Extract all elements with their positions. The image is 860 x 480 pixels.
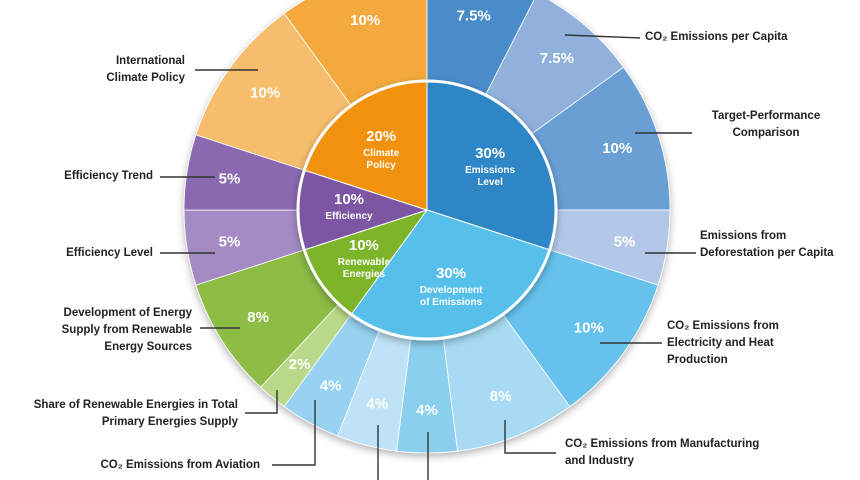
label-target: Target-Performance Comparison bbox=[711, 110, 821, 139]
inner-ring-border bbox=[296, 79, 558, 341]
inner-value-label: 30% bbox=[475, 145, 505, 162]
inner-category-label: of Emissions bbox=[420, 297, 483, 308]
outer-value-label: 8% bbox=[247, 309, 269, 326]
label-eff-trend: Efficiency Trend bbox=[64, 170, 153, 182]
label-per-capita: CO₂ Emissions per Capita bbox=[645, 31, 788, 43]
outer-value-label: 7.5% bbox=[540, 50, 574, 67]
label-eff-level: Efficiency Level bbox=[66, 247, 153, 259]
label-intl-policy: International Climate Policy bbox=[106, 55, 185, 84]
inner-value-label: 30% bbox=[436, 265, 466, 282]
outer-value-label: 8% bbox=[490, 388, 512, 405]
outer-value-label: 4% bbox=[320, 377, 342, 394]
outer-value-label: 5% bbox=[219, 233, 241, 250]
label-dev-energy: Development of Energy Supply from Renewa… bbox=[61, 307, 192, 353]
label-electricity: CO₂ Emissions from Electricity and Heat … bbox=[667, 320, 779, 366]
leader-line bbox=[272, 400, 316, 466]
outer-value-label: 10% bbox=[574, 320, 604, 337]
outer-value-label: 7.5% bbox=[457, 8, 491, 25]
leader-line bbox=[245, 390, 278, 414]
inner-category-label: Efficiency bbox=[325, 211, 373, 222]
outer-value-label: 5% bbox=[219, 171, 241, 188]
inner-category-label: Policy bbox=[366, 160, 396, 171]
inner-category-label: Renewable bbox=[338, 257, 391, 268]
inner-category-label: Emissions bbox=[465, 165, 515, 176]
label-share-renewable: Share of Renewable Energies in Total Pri… bbox=[33, 399, 238, 428]
outer-value-label: 2% bbox=[289, 356, 311, 373]
inner-value-label: 20% bbox=[366, 128, 396, 145]
outer-value-label: 4% bbox=[416, 402, 438, 419]
leader-line bbox=[504, 420, 556, 454]
label-aviation: CO₂ Emissions from Aviation bbox=[100, 459, 260, 471]
outer-value-label: 4% bbox=[366, 396, 388, 413]
outer-value-label: 5% bbox=[614, 233, 636, 250]
outer-value-label: 10% bbox=[350, 12, 380, 29]
outer-value-label: 10% bbox=[602, 140, 632, 157]
leader-line bbox=[564, 34, 641, 39]
inner-value-label: 10% bbox=[334, 191, 364, 208]
label-manufacturing: CO₂ Emissions from Manufacturing and Ind… bbox=[565, 438, 760, 467]
outer-value-label: 10% bbox=[250, 84, 280, 101]
label-deforestation: Emissions from Deforestation per Capita bbox=[700, 230, 834, 259]
inner-category-label: Development bbox=[420, 285, 483, 296]
inner-value-label: 10% bbox=[349, 237, 379, 254]
inner-category-label: Climate bbox=[363, 148, 400, 159]
inner-category-label: Energies bbox=[343, 269, 386, 280]
inner-category-label: Level bbox=[477, 177, 503, 188]
